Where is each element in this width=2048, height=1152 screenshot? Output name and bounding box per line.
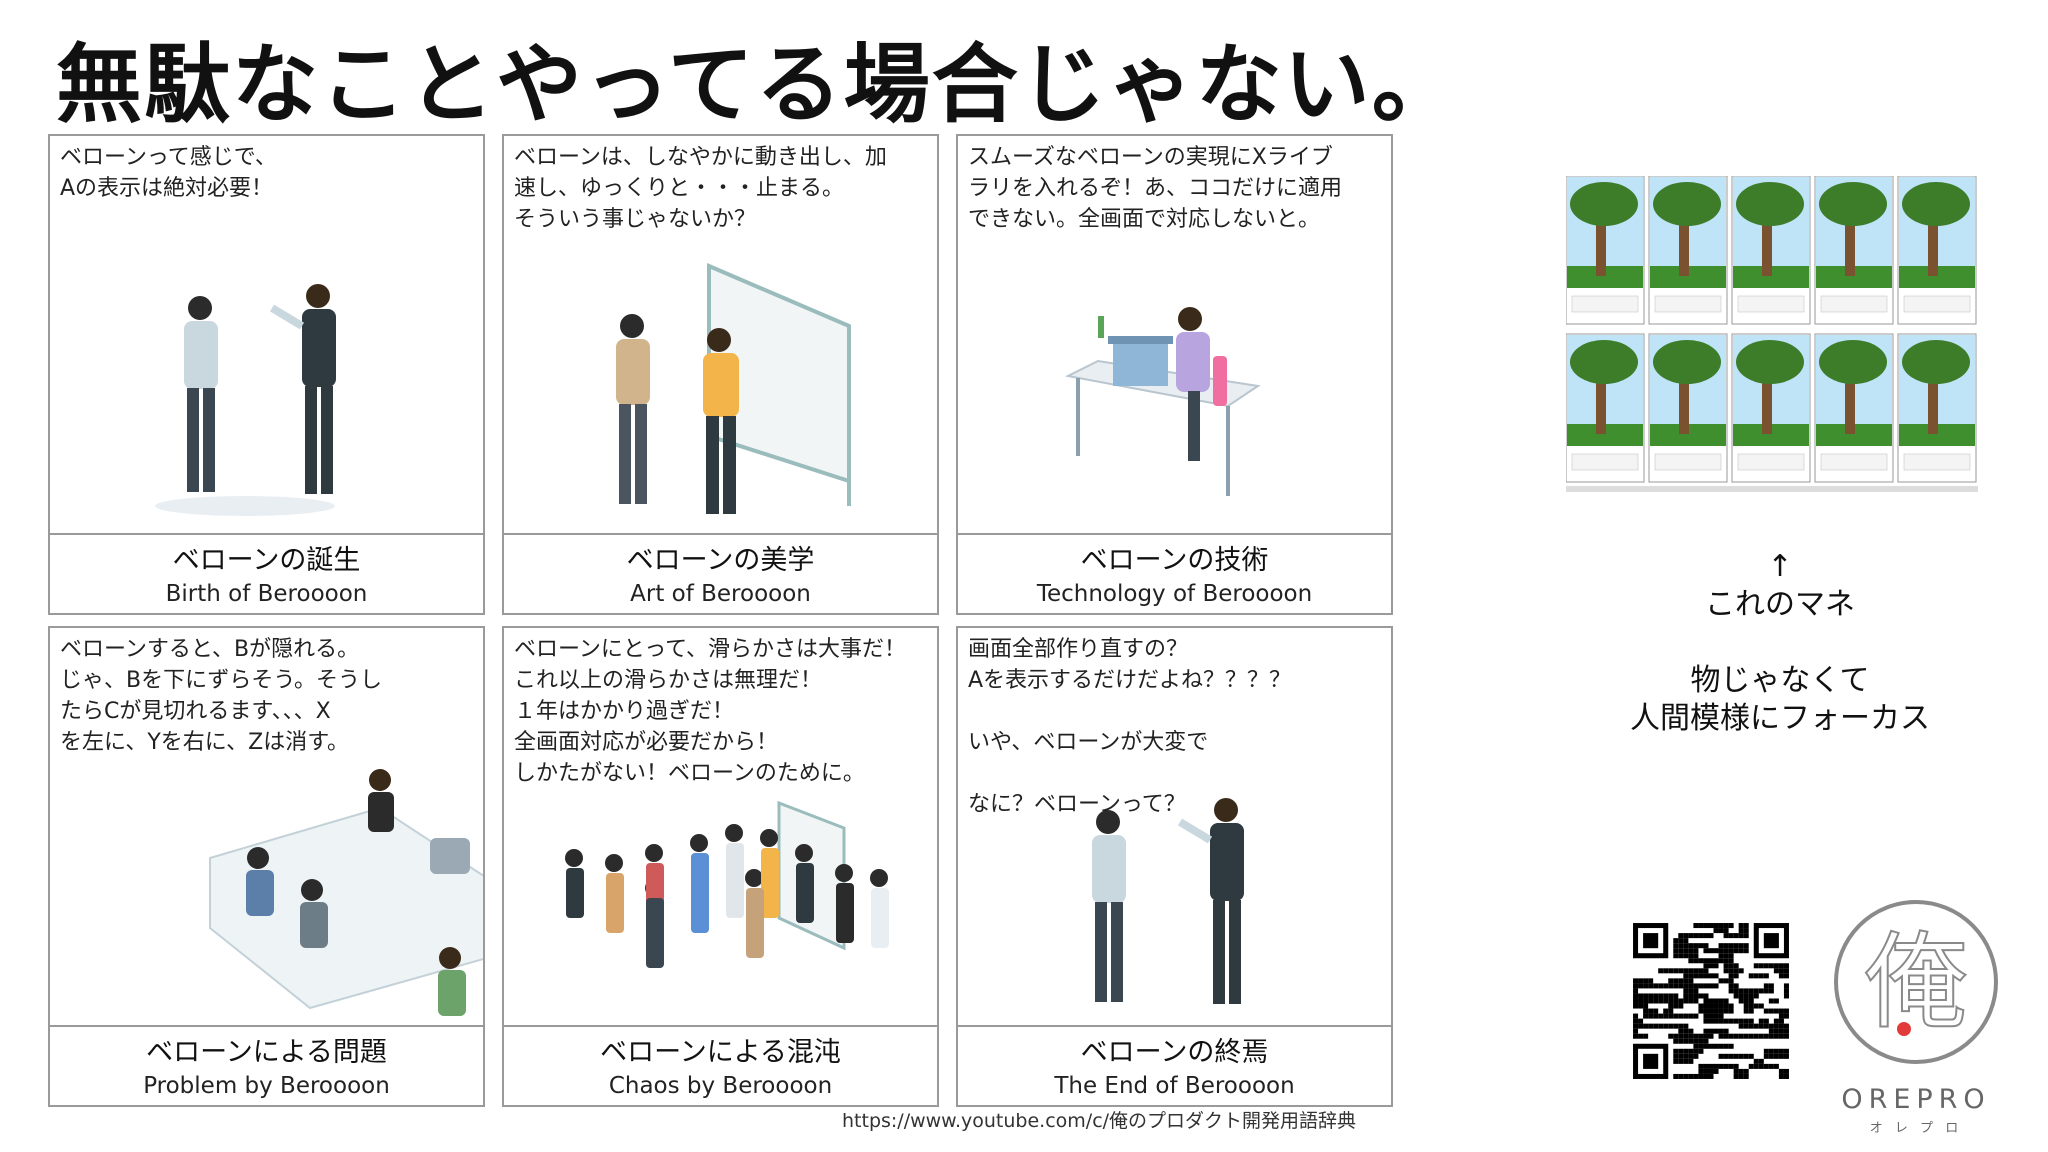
caption-japanese: ベローンによる問題 [146, 1037, 387, 1068]
comic-panel-chaos: ベローンにとって、滑らかさは大事だ！ これ以上の滑らかさは無理だ！ １年はかかり… [502, 626, 939, 1107]
comic-panel-birth: ベローンって感じで、 Aの表示は絶対必要！ ベローンの誕生 Birth of B… [48, 134, 485, 615]
panel-illustration: ベローンは、しなやかに動き出し、加 速し、ゆっくりと・・・止まる。 そういう事じ… [504, 136, 937, 535]
panel-illustration: スムーズなベローンの実現にXライブ ラリを入れるぞ！あ、ココだけに適用 できない… [958, 136, 1391, 535]
orepro-logo: 俺 OREPRO オ レ プ ロ [1826, 892, 2006, 1136]
up-arrow-icon: ↑ [1767, 549, 1793, 584]
panel-dialog: ベローンにとって、滑らかさは大事だ！ これ以上の滑らかさは無理だ！ １年はかかり… [514, 637, 907, 786]
two-people-talking-illustration [155, 284, 336, 516]
caption-english: Art of Beroooon [630, 581, 811, 607]
tree-swing-reference-image [1565, 175, 1978, 498]
panel-illustration: ベローンすると、Bが隠れる。 じゃ、Bを下にずらそう。そうし たらCが見切れるま… [50, 628, 483, 1027]
logo-kana: オ レ プ ロ [1869, 1121, 1963, 1136]
comic-panel-art: ベローンは、しなやかに動き出し、加 速し、ゆっくりと・・・止まる。 そういう事じ… [502, 134, 939, 615]
side-note-line: これのマネ [1705, 587, 1855, 622]
comic-grid: ベローンって感じで、 Aの表示は絶対必要！ ベローンの誕生 Birth of B… [48, 134, 1393, 1110]
side-note-line: 物じゃなくて [1690, 663, 1870, 698]
caption-english: Technology of Beroooon [1036, 581, 1313, 607]
comic-panel-end: 画面全部作り直すの？ Aを表示するだけだよね？？？？ いや、ベローンが大変で な… [956, 626, 1393, 1107]
panel-illustration: 画面全部作り直すの？ Aを表示するだけだよね？？？？ いや、ベローンが大変で な… [958, 628, 1391, 1027]
orepro-logo-mark: 俺 [1834, 900, 1998, 1064]
logo-kanji: 俺 [1864, 921, 1968, 1043]
caption-japanese: ベローンの終焉 [1080, 1037, 1269, 1068]
caption-japanese: ベローンの誕生 [172, 545, 361, 576]
logo-name: OREPRO [1841, 1084, 1991, 1115]
caption-english: Problem by Beroooon [143, 1073, 390, 1099]
panel-caption: ベローンの美学 Art of Beroooon [504, 535, 937, 615]
tree-swing-comic-icon [1565, 175, 1978, 492]
caption-english: The End of Beroooon [1054, 1073, 1295, 1099]
panel-caption: ベローンの技術 Technology of Beroooon [958, 535, 1391, 615]
meeting-room-illustration [209, 769, 483, 1016]
whiteboard-illustration [616, 262, 851, 514]
side-note: ↑ これのマネ 物じゃなくて 人間模様にフォーカス [1560, 548, 2000, 738]
comic-panel-technology: スムーズなベローンの実現にXライブ ラリを入れるぞ！あ、ココだけに適用 できない… [956, 134, 1393, 615]
side-note-line: 人間模様にフォーカス [1630, 701, 1930, 736]
slide-title: 無駄なことやってる場合じゃない。 [56, 35, 1460, 135]
desk-worker-illustration [1064, 307, 1261, 496]
panel-illustration: ベローンにとって、滑らかさは大事だ！ これ以上の滑らかさは無理だ！ １年はかかり… [504, 628, 937, 1027]
two-people-talking-illustration [1092, 798, 1244, 1004]
panel-dialog: ベローンすると、Bが隠れる。 じゃ、Bを下にずらそう。そうし たらCが見切れるま… [60, 637, 382, 755]
panel-dialog: スムーズなベローンの実現にXライブ ラリを入れるぞ！あ、ココだけに適用 できない… [968, 145, 1343, 232]
panel-illustration: ベローンって感じで、 Aの表示は絶対必要！ [50, 136, 483, 535]
panel-caption: ベローンによる混沌 Chaos by Beroooon [504, 1027, 937, 1107]
panel-caption: ベローンによる問題 Problem by Beroooon [50, 1027, 483, 1107]
panel-dialog: ベローンって感じで、 Aの表示は絶対必要！ [60, 145, 277, 201]
panel-dialog: 画面全部作り直すの？ Aを表示するだけだよね？？？？ いや、ベローンが大変で な… [968, 637, 1292, 817]
comic-panel-problem: ベローンすると、Bが隠れる。 じゃ、Bを下にずらそう。そうし たらCが見切れるま… [48, 626, 485, 1107]
crowd-illustration [565, 800, 889, 968]
caption-japanese: ベローンの美学 [626, 545, 815, 576]
panel-caption: ベローンの誕生 Birth of Beroooon [50, 535, 483, 615]
caption-japanese: ベローンの技術 [1080, 545, 1269, 576]
source-url: https://www.youtube.com/c/俺のプロダクト開発用語辞典 [842, 1110, 1357, 1132]
caption-japanese: ベローンによる混沌 [600, 1037, 841, 1068]
caption-english: Chaos by Beroooon [608, 1073, 833, 1099]
caption-english: Birth of Beroooon [165, 581, 368, 607]
qr-code-icon [1628, 918, 1794, 1084]
panel-caption: ベローンの終焉 The End of Beroooon [958, 1027, 1391, 1107]
panel-dialog: ベローンは、しなやかに動き出し、加 速し、ゆっくりと・・・止まる。 そういう事じ… [514, 145, 887, 232]
